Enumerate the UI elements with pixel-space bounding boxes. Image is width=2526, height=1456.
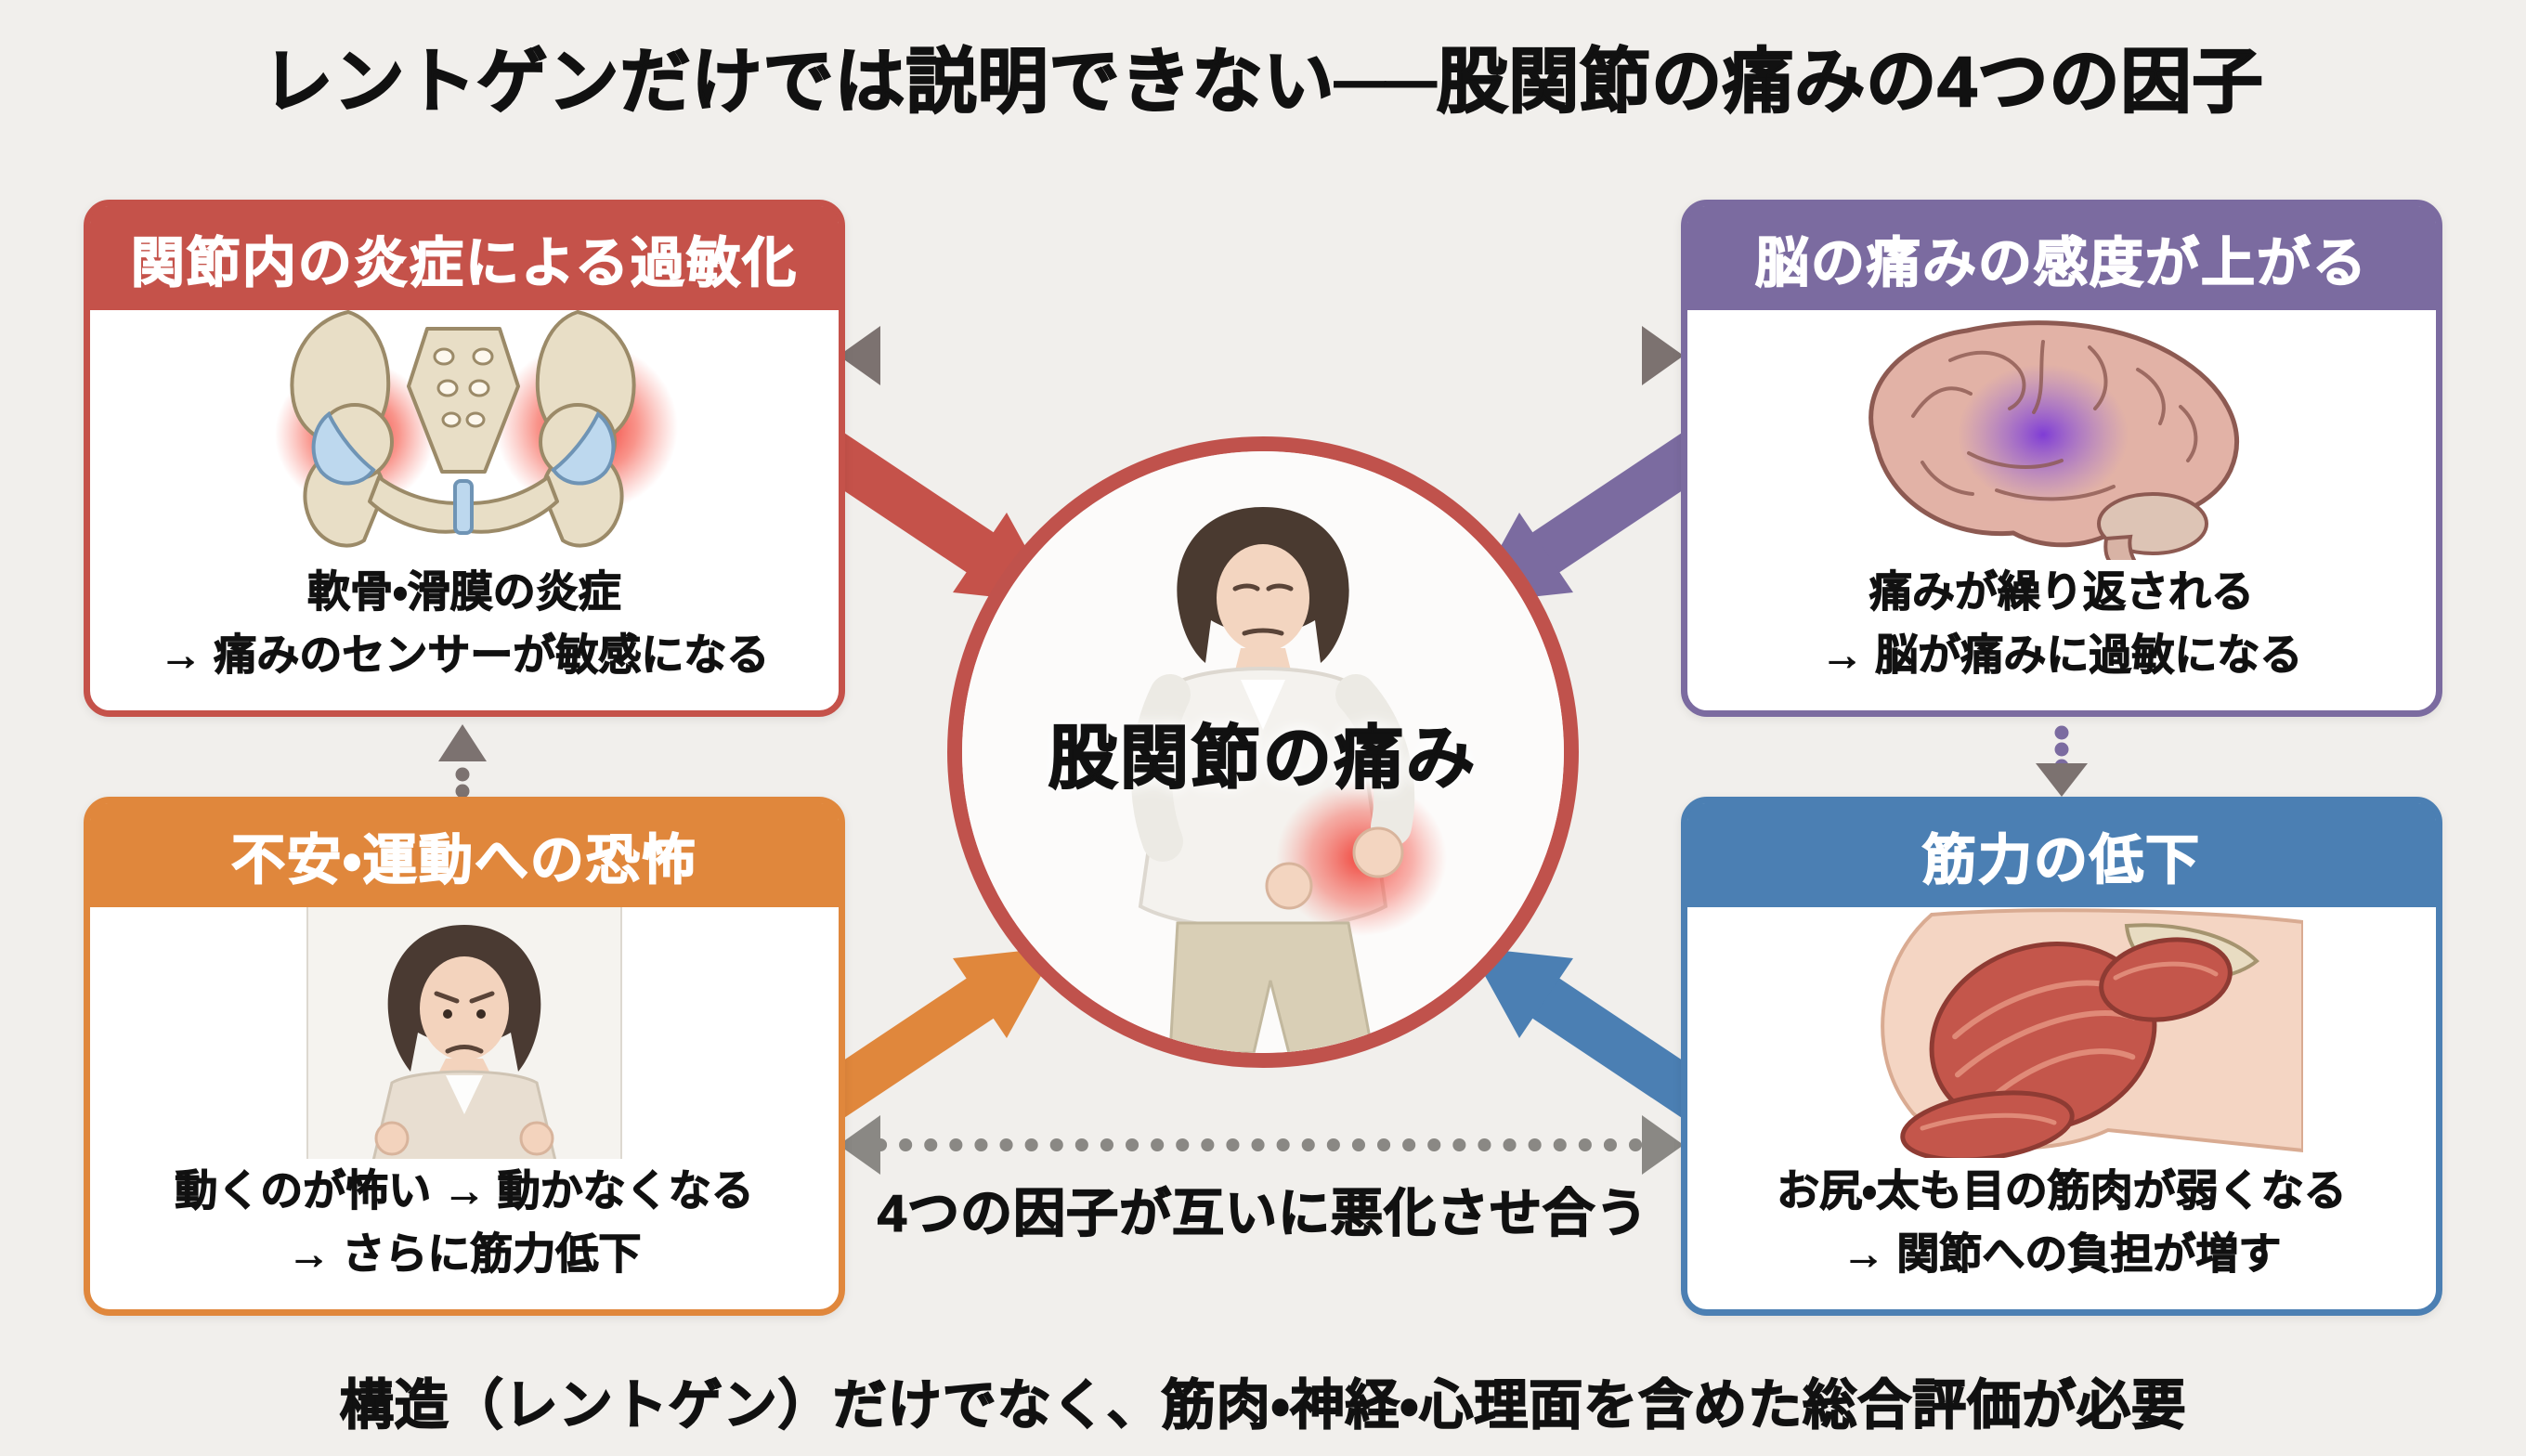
factor-header-muscle: 筋力の低下 <box>1687 803 2436 907</box>
factor-box-inflammation: 関節内の炎症による過敏化 <box>84 200 845 717</box>
dotted-arrow-top <box>839 326 1684 385</box>
factor-text-muscle: お尻・太も目の筋肉が弱くなる → 関節への負担が増す <box>1777 1165 2348 1278</box>
factor-box-brain: 脳の痛みの感度が上がる <box>1681 200 2442 717</box>
woman-holding-hip-photo <box>962 451 1564 1053</box>
factor-header-brain: 脳の痛みの感度が上がる <box>1687 206 2436 310</box>
page-title: レントゲンだけでは説明できない──股関節の痛みの4つの因子 <box>262 42 2264 123</box>
footer-note: 構造（レントゲン）だけでなく、筋肉・神経・心理面を含めた総合評価が必要 <box>339 1374 2187 1436</box>
factor-box-muscle: 筋力の低下 <box>1681 797 2442 1316</box>
hip-pain-circle: 股関節の痛み <box>947 436 1579 1068</box>
hip-muscles-illustration <box>1881 908 2303 1159</box>
pain-circle-label: 股関節の痛み <box>1048 719 1478 798</box>
dotted-arrow-right <box>2036 725 2088 797</box>
anxious-woman-photo <box>306 907 622 1159</box>
factor-text-fear: 動くのが怖い → 動かなくなる → さらに筋力低下 <box>175 1165 755 1278</box>
factor-text-brain: 痛みが繰り返される → 脳が痛みに過敏になる <box>1820 566 2303 679</box>
factor-header-inflammation: 関節内の炎症による過敏化 <box>90 206 839 310</box>
brain-sensitization-illustration <box>1868 320 2239 560</box>
dotted-arrow-left <box>438 724 487 799</box>
mutual-worsening-caption: 4つの因子が互いに悪化させ合う <box>877 1183 1649 1243</box>
factor-text-inflammation: 軟骨・滑膜の炎症 → 痛みのセンサーが敏感になる <box>159 566 770 679</box>
dotted-arrow-bottom <box>839 1115 1684 1175</box>
factor-box-fear: 不安・運動への恐怖 動くのが怖い → 動かなくな <box>84 797 845 1316</box>
factor-header-fear: 不安・運動への恐怖 <box>90 803 839 907</box>
pelvis-inflammation-illustration <box>275 310 678 548</box>
